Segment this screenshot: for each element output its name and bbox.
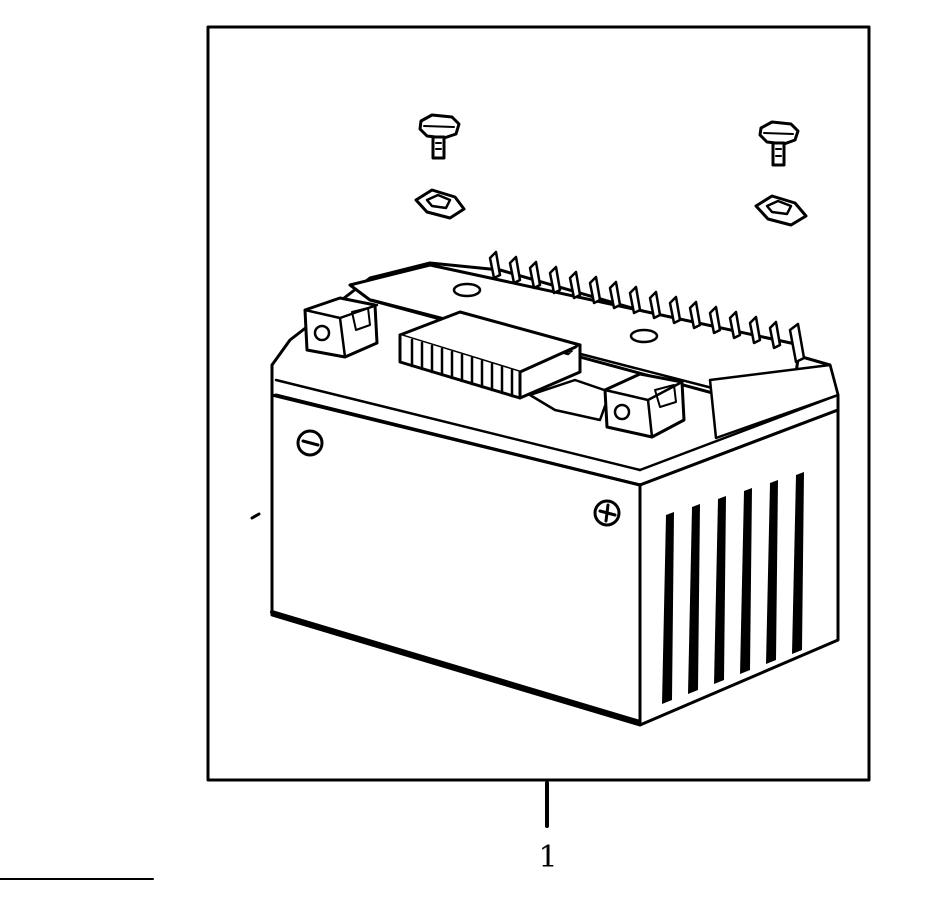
diagram-frame (206, 25, 871, 782)
bolt-icon (758, 120, 800, 167)
nut-icon (414, 188, 466, 220)
callout-number: 1 (538, 840, 558, 875)
nut-icon (754, 194, 808, 227)
battery-icon (270, 250, 840, 727)
plus-icon (593, 499, 621, 527)
minus-icon (296, 429, 324, 457)
bolt-icon (418, 113, 461, 160)
stray-mark (250, 512, 261, 520)
